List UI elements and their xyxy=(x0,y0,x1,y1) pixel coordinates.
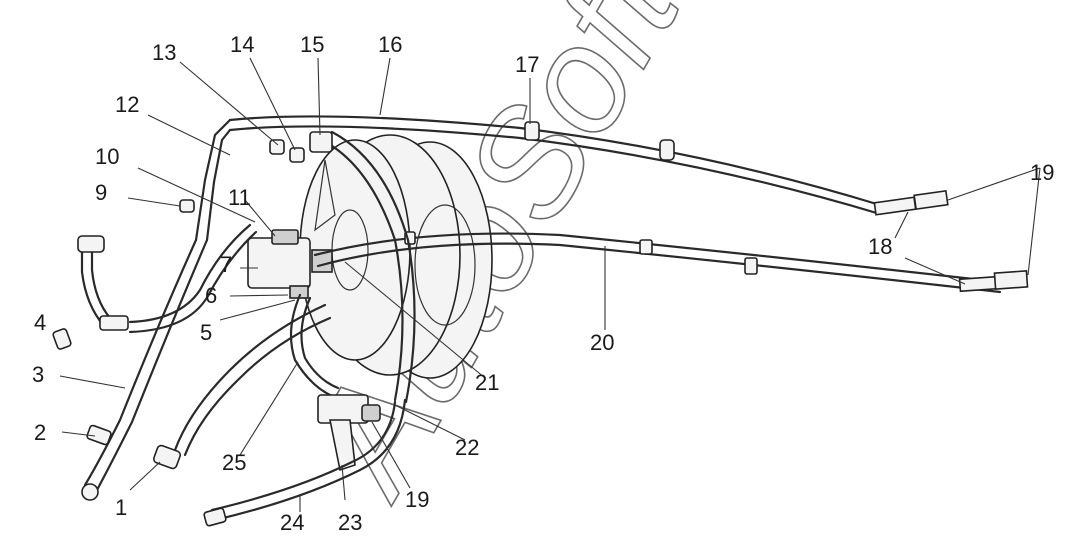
callout-1: 1 xyxy=(115,495,127,520)
callout-9: 9 xyxy=(95,180,107,205)
hose-24 xyxy=(203,398,407,527)
callout-16: 16 xyxy=(378,32,402,57)
callout-12: 12 xyxy=(115,92,139,117)
hose-16 xyxy=(194,115,882,242)
callout-20: 20 xyxy=(590,330,614,355)
callout-6: 6 xyxy=(205,283,217,308)
callout-22: 22 xyxy=(455,435,479,460)
hose-1 xyxy=(152,303,332,470)
hose-21 xyxy=(309,130,416,404)
callout-10: 10 xyxy=(95,144,119,169)
callout-13: 13 xyxy=(152,40,176,65)
callout-4: 4 xyxy=(34,310,46,335)
callout-24: 24 xyxy=(280,510,304,535)
callout-11: 11 xyxy=(228,185,251,210)
callout-labels: 1 2 3 4 5 6 7 9 10 11 12 13 14 15 16 17 … xyxy=(32,32,1054,535)
hose-10 xyxy=(77,199,258,334)
callout-3: 3 xyxy=(32,362,44,387)
fitting-lower-right xyxy=(958,270,1029,293)
callout-5: 5 xyxy=(200,320,212,345)
callout-19-right: 19 xyxy=(1030,160,1054,185)
callout-14: 14 xyxy=(230,32,254,57)
callout-17: 17 xyxy=(515,52,539,77)
callout-25: 25 xyxy=(222,450,246,475)
fittings-13-14 xyxy=(269,139,305,163)
callout-7: 7 xyxy=(220,252,232,277)
callout-23: 23 xyxy=(338,510,362,535)
leader-lines xyxy=(59,57,1041,512)
clip-4 xyxy=(52,328,72,350)
callout-19-lower: 19 xyxy=(405,487,429,512)
callout-15: 15 xyxy=(300,32,324,57)
bracket-23 xyxy=(317,394,381,472)
callout-18: 18 xyxy=(868,234,892,259)
hose-3 xyxy=(81,238,209,501)
callout-2: 2 xyxy=(34,420,46,445)
callout-21: 21 xyxy=(475,370,499,395)
fitting-upper-right xyxy=(873,189,949,216)
